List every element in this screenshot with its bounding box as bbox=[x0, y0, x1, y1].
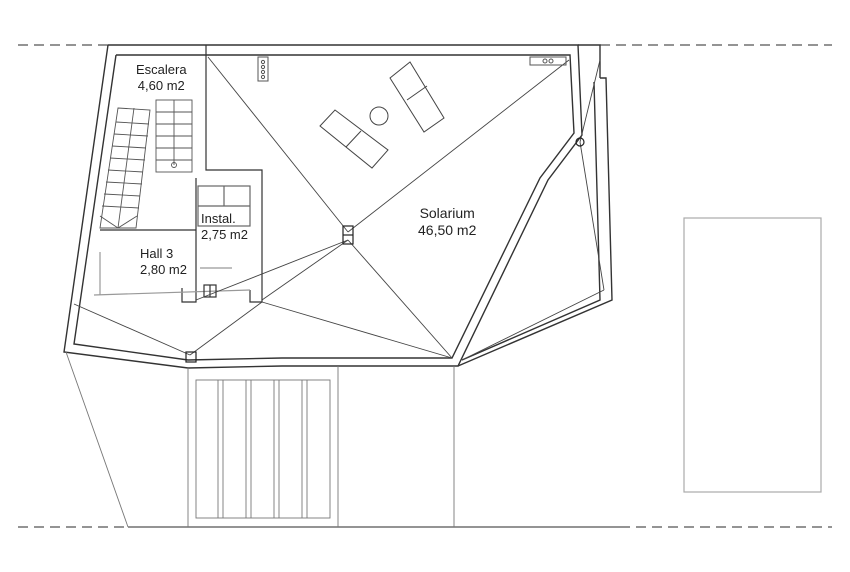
room-name: Escalera bbox=[136, 62, 187, 77]
round-table-icon bbox=[369, 106, 389, 126]
room-label-hall3: Hall 3 2,80 m2 bbox=[140, 246, 187, 278]
room-name: Hall 3 bbox=[140, 246, 174, 261]
room-area: 4,60 m2 bbox=[137, 78, 185, 93]
lower-facade bbox=[65, 351, 455, 528]
pool-outline bbox=[683, 217, 822, 493]
property-boundary-top bbox=[18, 44, 832, 528]
staircase-icon bbox=[99, 99, 193, 229]
room-name: Solarium bbox=[419, 205, 475, 221]
room-name: Instal. bbox=[201, 211, 236, 226]
room-area: 46,50 m2 bbox=[418, 222, 477, 238]
room-label-escalera: Escalera 4,60 m2 bbox=[136, 62, 187, 94]
room-area: 2,80 m2 bbox=[140, 262, 187, 277]
roof-slope-lines bbox=[73, 56, 605, 361]
drain-icon bbox=[185, 137, 585, 363]
room-label-solarium: Solarium 46,50 m2 bbox=[418, 205, 476, 239]
room-label-instal: Instal. 2,75 m2 bbox=[201, 211, 248, 243]
skylight-panel-icon bbox=[257, 56, 567, 82]
room-area: 2,75 m2 bbox=[201, 227, 248, 242]
interior-walls bbox=[93, 45, 263, 303]
sun-lounger-icon bbox=[319, 61, 445, 169]
